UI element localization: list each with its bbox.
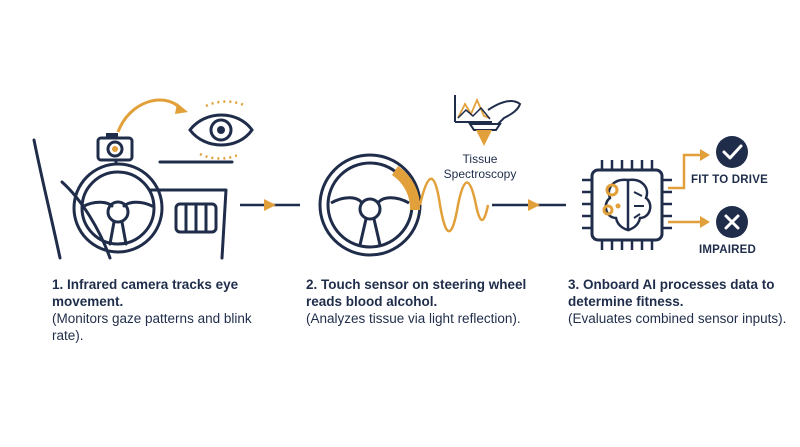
step-3-title: 3. Onboard AI processes data to determin… <box>568 277 775 309</box>
step-2-detail: (Analyzes tissue via light reflection). <box>306 311 521 326</box>
step-1-caption: 1. Infrared camera tracks eye movement. … <box>52 276 282 344</box>
spectroscopy-icon <box>454 95 522 146</box>
car-dashboard-icon <box>32 138 234 260</box>
step-3-caption: 3. Onboard AI processes data to determin… <box>568 276 798 327</box>
spectroscopy-label: Tissue Spectroscopy <box>443 152 517 181</box>
arrowhead-icon <box>528 199 540 211</box>
ai-chip-icon <box>582 160 672 250</box>
eye-icon <box>188 100 254 160</box>
steering-wheel-icon <box>318 153 422 257</box>
pass-branch-arrow <box>668 153 700 190</box>
x-icon <box>716 206 748 238</box>
fit-to-drive-label: FIT TO DRIVE <box>691 174 768 186</box>
arrowhead-icon <box>700 216 710 228</box>
camera-icon <box>96 133 134 164</box>
arrowhead-icon <box>264 199 276 211</box>
signal-wave <box>418 177 490 233</box>
step-1-title: 1. Infrared camera tracks eye movement. <box>52 277 239 309</box>
step-2-title: 2. Touch sensor on steering wheel reads … <box>306 277 527 309</box>
step-3-detail: (Evaluates combined sensor inputs). <box>568 311 787 326</box>
arrowhead-icon <box>175 103 188 114</box>
arrowhead-icon <box>700 149 710 161</box>
impaired-label: IMPAIRED <box>699 244 756 256</box>
camera-to-eye-arrow <box>116 98 182 133</box>
step-1-detail: (Monitors gaze patterns and blink rate). <box>52 311 252 343</box>
checkmark-icon <box>716 136 748 168</box>
step-2-caption: 2. Touch sensor on steering wheel reads … <box>306 276 536 327</box>
